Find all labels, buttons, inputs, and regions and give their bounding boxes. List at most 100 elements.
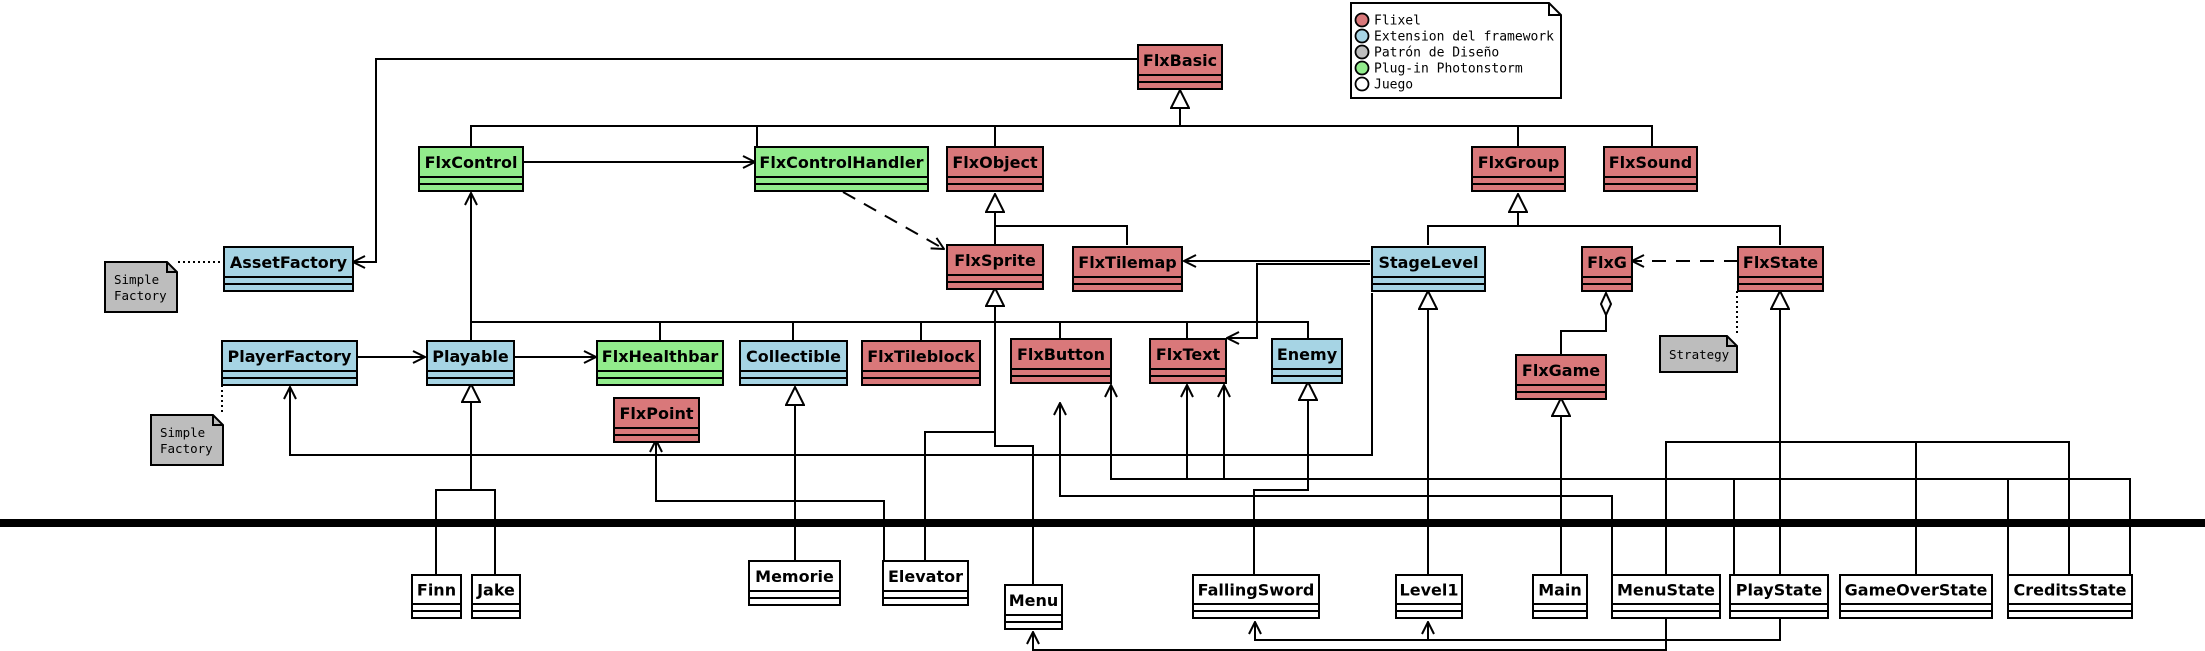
class-flx-group-name: FlxGroup [1478, 153, 1560, 172]
class-player-factory: PlayerFactory [221, 340, 358, 386]
legend-label: Plug-in Photonstorm [1374, 62, 1523, 77]
edge-states-bus [1665, 441, 2070, 575]
edge-states-flxbutton [1060, 403, 1613, 575]
class-flx-game: FlxGame [1515, 354, 1607, 400]
edge-sprite-subclasses-bus [471, 321, 1309, 340]
legend-swatch [1354, 76, 1370, 92]
legend-box [1350, 2, 1562, 99]
class-flx-healthbar-name: FlxHealthbar [602, 347, 719, 366]
class-flx-sound-name: FlxSound [1609, 153, 1692, 172]
legend-swatch [1354, 28, 1370, 44]
class-menu-state: MenuState [1611, 574, 1721, 619]
class-jake: Jake [471, 574, 521, 619]
class-flx-basic-name: FlxBasic [1143, 51, 1217, 70]
class-falling-sword-name: FallingSword [1198, 581, 1315, 600]
legend-label: Extension del framework [1374, 30, 1554, 45]
class-level1-name: Level1 [1400, 581, 1459, 600]
class-main-name: Main [1538, 581, 1582, 600]
class-flx-control-handler: FlxControlHandler [754, 146, 929, 192]
legend-label: Patrón de Diseño [1374, 46, 1499, 61]
class-flx-group: FlxGroup [1471, 146, 1566, 192]
class-flx-game-name: FlxGame [1522, 361, 1600, 380]
class-flx-point-name: FlxPoint [620, 404, 694, 423]
class-flx-text-name: FlxText [1156, 345, 1221, 364]
class-level1: Level1 [1395, 574, 1463, 619]
class-flx-state-name: FlxState [1743, 253, 1818, 272]
class-jake-name: Jake [476, 581, 515, 600]
class-collectible: Collectible [739, 340, 848, 386]
edge-basic-subclasses-bus [470, 125, 1653, 158]
edge-finn-jake-bus [435, 489, 496, 575]
class-main: Main [1532, 574, 1588, 619]
edge-flxbasic-assetfactory [353, 58, 1138, 262]
class-flx-control-handler-name: FlxControlHandler [759, 153, 923, 172]
class-asset-factory: AssetFactory [223, 246, 354, 292]
edge-flxgame-flxg [1560, 293, 1606, 355]
edge-menu-flxsprite [994, 432, 1034, 585]
legend-swatch [1354, 44, 1370, 60]
class-elevator: Elevator [882, 560, 969, 606]
class-credits-state: CreditsState [2007, 574, 2133, 619]
class-flx-state: FlxState [1737, 246, 1824, 292]
note-text: Factory [114, 288, 167, 303]
legend-item-extension: Extension del framework [1354, 28, 1554, 45]
note-text: Strategy [1669, 347, 1730, 362]
class-flx-tilemap: FlxTilemap [1072, 246, 1183, 292]
class-flx-sound: FlxSound [1603, 146, 1698, 192]
class-play-state: PlayState [1729, 574, 1829, 619]
note-strategy: Strategy [1659, 335, 1738, 373]
class-playable: Playable [426, 340, 515, 386]
edge-elevator-flxpoint [656, 440, 885, 561]
note-text: Simple [114, 272, 159, 287]
edge-elevator-flxsprite [924, 322, 996, 561]
edge-stagelevel-playerfactory [290, 293, 1373, 456]
edge-handler-flxsprite [842, 191, 944, 249]
class-player-factory-name: PlayerFactory [228, 347, 352, 366]
class-flx-text: FlxText [1149, 338, 1227, 384]
legend-item-photonstorm: Plug-in Photonstorm [1354, 60, 1523, 77]
note-box [150, 414, 224, 466]
class-flx-button-name: FlxButton [1017, 345, 1105, 364]
note-box [104, 261, 178, 313]
class-enemy: Enemy [1271, 338, 1343, 384]
edge-states-flxtext [1187, 385, 2131, 575]
class-flx-basic: FlxBasic [1137, 44, 1223, 90]
legend-label: Flixel [1374, 14, 1421, 29]
layer-separator [0, 519, 2205, 527]
class-asset-factory-name: AssetFactory [230, 253, 348, 272]
class-flx-tileblock: FlxTileblock [861, 340, 981, 386]
class-game-over-state-name: GameOverState [1845, 581, 1988, 600]
class-menu: Menu [1004, 584, 1063, 630]
note-text: Factory [160, 441, 213, 456]
edge-group-bus [1427, 225, 1781, 245]
class-flx-point: FlxPoint [613, 397, 700, 443]
class-game-over-state: GameOverState [1839, 574, 1993, 619]
legend-swatch [1354, 12, 1370, 28]
class-flx-tilemap-name: FlxTilemap [1078, 253, 1176, 272]
class-flx-healthbar: FlxHealthbar [596, 340, 724, 386]
edge-states-menu [1033, 618, 1667, 651]
note-corner [166, 262, 177, 273]
legend-item-pattern: Patrón de Diseño [1354, 44, 1499, 61]
class-memorie-name: Memorie [755, 567, 834, 586]
class-flx-button: FlxButton [1010, 338, 1112, 384]
class-finn: Finn [411, 574, 462, 619]
edge-stagelevel-text [1227, 263, 1370, 338]
class-falling-sword: FallingSword [1192, 574, 1320, 619]
legend-item-game: Juego [1354, 76, 1413, 93]
note-corner [212, 415, 223, 426]
class-stage-level: StageLevel [1371, 246, 1486, 292]
class-memorie: Memorie [748, 560, 841, 606]
edge-states-fallingsword [1255, 618, 1781, 641]
class-flx-g-name: FlxG [1587, 253, 1627, 272]
note-text: Simple [160, 425, 205, 440]
legend-corner [1548, 3, 1561, 16]
class-flx-control: FlxControl [418, 146, 524, 192]
class-flx-object-name: FlxObject [952, 153, 1038, 172]
class-credits-state-name: CreditsState [2013, 581, 2126, 600]
legend-swatch [1354, 60, 1370, 76]
